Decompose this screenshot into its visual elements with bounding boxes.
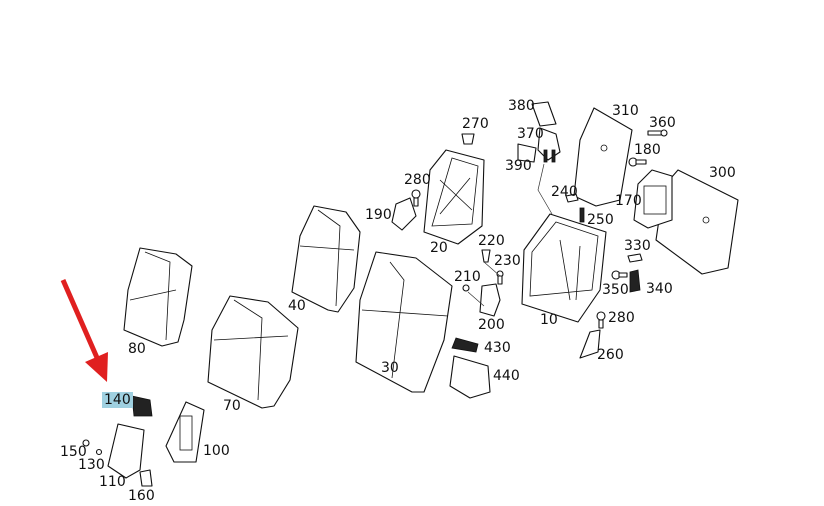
part-230-bolt	[496, 270, 504, 285]
part-150-clip	[82, 439, 90, 447]
label-150: 150	[60, 444, 87, 460]
part-310-back-panel	[573, 107, 633, 207]
part-130-nut	[95, 448, 103, 456]
label-270: 270	[462, 116, 489, 132]
label-240: 240	[551, 184, 578, 200]
part-30-backrest-pad	[355, 251, 453, 393]
part-10-main-frame	[521, 213, 607, 323]
part-210-nut	[462, 284, 470, 292]
part-330-clip	[627, 253, 643, 263]
part-80-backrest-cover	[123, 247, 193, 347]
part-140-switch	[131, 395, 153, 417]
part-430-trim	[451, 337, 479, 353]
label-40: 40	[288, 298, 306, 314]
part-260-bracket	[579, 329, 601, 359]
label-380: 380	[508, 98, 535, 114]
part-20-frame	[423, 149, 485, 245]
part-360-screw	[647, 129, 668, 137]
label-160: 160	[128, 488, 155, 504]
label-110: 110	[99, 474, 126, 490]
arrow-shaft	[60, 278, 101, 362]
label-250: 250	[587, 212, 614, 228]
arrow-head	[85, 352, 108, 382]
part-240-clip	[565, 193, 579, 203]
label-330: 330	[624, 238, 651, 254]
part-160-bracket	[139, 469, 153, 487]
label-300: 300	[709, 165, 736, 181]
label-130: 130	[78, 457, 105, 473]
label-210: 210	[454, 269, 481, 285]
label-170: 170	[615, 193, 642, 209]
label-80: 80	[128, 341, 146, 357]
label-440: 440	[493, 368, 520, 384]
label-310: 310	[612, 103, 639, 119]
part-340-latch	[629, 269, 641, 293]
label-220: 220	[478, 233, 505, 249]
label-20: 20	[430, 240, 448, 256]
label-280-upper: 280	[404, 172, 431, 188]
label-430: 430	[484, 340, 511, 356]
label-10: 10	[540, 312, 558, 328]
part-180-screw	[628, 157, 647, 167]
part-270-clip	[461, 133, 475, 145]
part-190-bracket	[391, 197, 417, 231]
part-170-bracket	[633, 169, 673, 229]
label-140-highlighted: 140	[102, 392, 133, 408]
label-350: 350	[602, 282, 629, 298]
label-390: 390	[505, 158, 532, 174]
part-380-cover	[531, 101, 557, 127]
part-200-bracket	[479, 283, 501, 317]
part-100-armrest-frame	[165, 401, 205, 463]
part-280-bolt-a	[411, 189, 421, 207]
label-190: 190	[365, 207, 392, 223]
label-340: 340	[646, 281, 673, 297]
label-370: 370	[517, 126, 544, 142]
label-280-lower: 280	[608, 310, 635, 326]
part-110-armrest	[107, 423, 145, 479]
part-220-clip	[481, 249, 491, 263]
part-370-latch	[537, 127, 561, 163]
label-230: 230	[494, 253, 521, 269]
label-100: 100	[203, 443, 230, 459]
part-440-armrest-base	[449, 355, 491, 399]
label-70: 70	[223, 398, 241, 414]
label-30: 30	[381, 360, 399, 376]
part-350-screw	[611, 270, 628, 280]
label-180: 180	[634, 142, 661, 158]
label-360: 360	[649, 115, 676, 131]
part-390-cap	[517, 143, 537, 163]
part-70-cushion-cover	[207, 295, 299, 409]
part-250-pin	[579, 207, 585, 223]
part-280-bolt-b	[596, 311, 606, 329]
pointer-arrow	[60, 278, 108, 382]
label-200: 200	[478, 317, 505, 333]
label-260: 260	[597, 347, 624, 363]
part-40-backrest-pad	[291, 205, 361, 313]
